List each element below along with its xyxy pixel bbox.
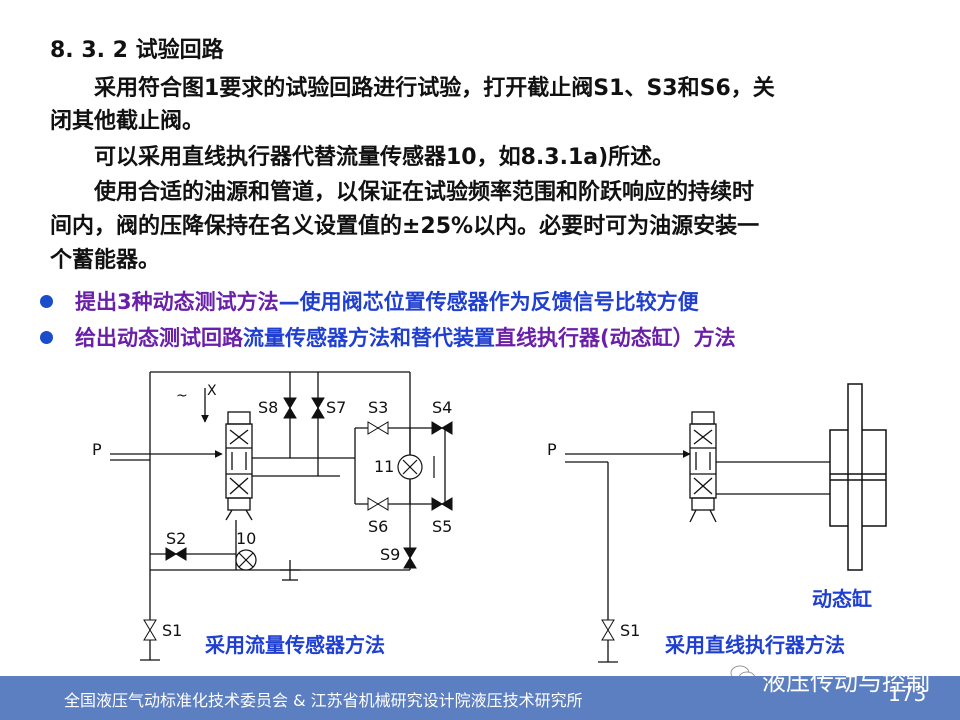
dynamic-cylinder-icon: [829, 383, 887, 571]
footer-org: 全国液压气动标准化技术委员会 & 江苏省机械研究设计院液压技术研究所: [64, 691, 583, 710]
label-s5: S5: [432, 517, 452, 536]
circuit-diagrams: P ~ X S8 S7 S3 S4 11 S6 S5 S9 S2 10 S1 采…: [92, 371, 887, 663]
label-x: X: [207, 383, 217, 399]
actuator-circuit: [565, 411, 830, 663]
label-tilde: ~: [176, 388, 188, 404]
label-s3: S3: [368, 398, 388, 417]
bullet-text: 流量传感器方法和替代装置: [243, 326, 495, 350]
label-s1: S1: [162, 621, 182, 640]
shutoff-valve-icon: [165, 397, 453, 569]
bullet-item: 提出3种动态测试方法—使用阀芯位置传感器作为反馈信号比较方便: [40, 286, 699, 316]
paragraph-line: 采用符合图1要求的试验回路进行试验，打开截止阀S1、S3和S6，关: [50, 76, 775, 101]
shutoff-valve-icon: [143, 421, 389, 641]
label-s8: S8: [258, 398, 278, 417]
label-s7: S7: [326, 398, 346, 417]
label-s2: S2: [166, 529, 186, 548]
label-p: P: [92, 440, 102, 459]
bullet-item: 给出动态测试回路流量传感器方法和替代装置直线执行器(动态缸）方法: [40, 322, 736, 352]
shutoff-valve-icon: [601, 619, 615, 641]
bullet-text: 直线执行器(动态缸）方法: [495, 326, 736, 350]
paragraph-line: 闭其他截止阀。: [50, 109, 205, 134]
caption-left: 采用流量传感器方法: [205, 633, 385, 657]
label-s4: S4: [432, 398, 452, 417]
paragraph-line: 间内，阀的压降保持在名义设置值的±25%以内。必要时可为油源安装一: [50, 214, 760, 239]
label-s6: S6: [368, 517, 388, 536]
flow-sensor-icon: [150, 549, 257, 571]
bullet-text: 提出3种动态测试方法: [75, 290, 279, 314]
label-11: 11: [374, 457, 394, 476]
bullet-dot-icon: [40, 294, 53, 308]
label-s1-right: S1: [620, 621, 640, 640]
caption-right: 采用直线执行器方法: [665, 633, 845, 657]
bullet-text: 给出动态测试回路: [75, 326, 243, 350]
footer-bar: 全国液压气动标准化技术委员会 & 江苏省机械研究设计院液压技术研究所 液压传动与…: [0, 668, 960, 720]
label-s9: S9: [380, 545, 400, 564]
footer-brand: 液压传动与控制: [762, 668, 930, 696]
label-10: 10: [236, 529, 256, 548]
paragraph-line: 个蓄能器。: [50, 248, 161, 273]
flow-sensor-circuit: [110, 371, 446, 661]
cylinder-label: 动态缸: [812, 587, 872, 611]
section-heading: 8. 3. 2 试验回路: [50, 38, 224, 63]
label-p-right: P: [547, 440, 557, 459]
bullet-dot-icon: [40, 330, 53, 344]
bullet-text: —使用阀芯位置传感器作为反馈信号比较方便: [278, 290, 699, 314]
paragraph-line: 使用合适的油源和管道，以保证在试验频率范围和阶跃响应的持续时: [50, 180, 755, 205]
flow-sensor-icon: [397, 454, 435, 480]
paragraph-line: 可以采用直线执行器代替流量传感器10，如8.3.1a)所述。: [50, 145, 675, 170]
page-number: 173: [888, 682, 927, 706]
